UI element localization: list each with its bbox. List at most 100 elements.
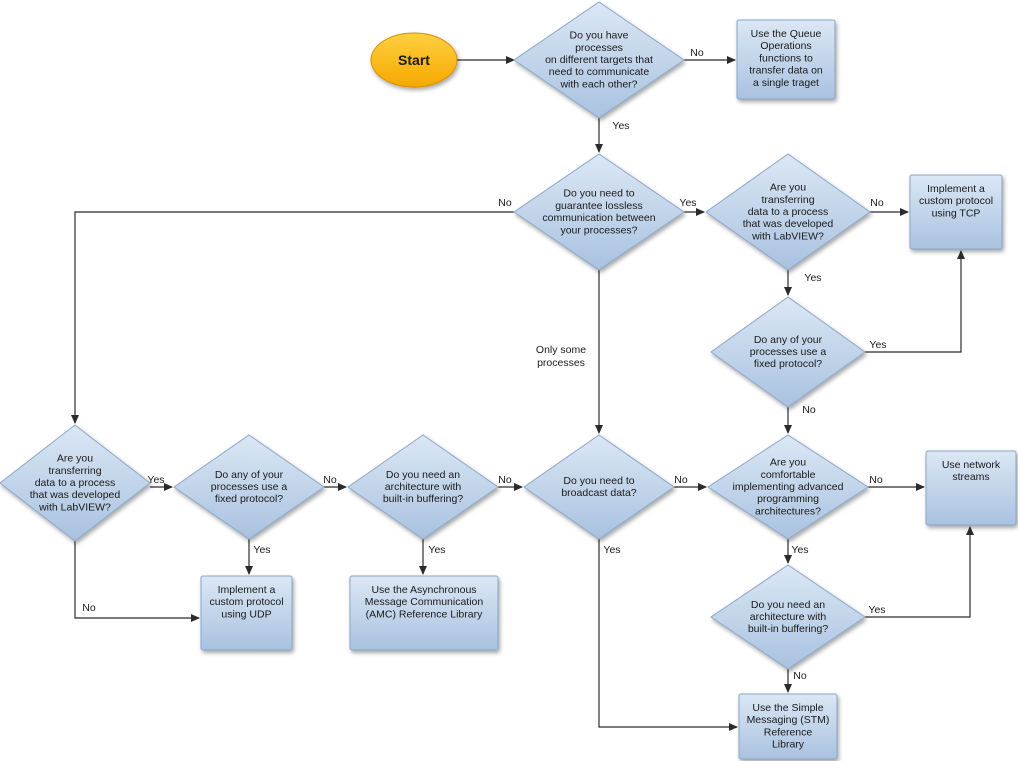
- q-labview-right-label-line-3: data to a process: [748, 206, 829, 218]
- edge-label-text: Yes: [868, 604, 885, 616]
- r-streams-label-line-1: Use network: [942, 459, 1001, 471]
- edge-labview-left-udp-no: [74, 541, 200, 622]
- edge-label-text: Yes: [804, 272, 821, 284]
- edge-label-broadcast-yes: Yes: [603, 544, 620, 556]
- q-fixed-left-label-line-3: fixed protocol?: [215, 493, 283, 505]
- q-lossless-label-line-4: your processes?: [560, 224, 637, 236]
- edge-label-labview-right-yes: Yes: [804, 272, 821, 284]
- edge-label-buffer-right-no: No: [793, 670, 807, 682]
- q-labview-right-label-line-2: transferring: [761, 194, 814, 206]
- q-fixed-right-label-line-3: fixed protocol?: [754, 358, 822, 370]
- edge-label-text: No: [870, 197, 884, 209]
- edge-label-advanced-no: No: [869, 474, 883, 486]
- edge-label-text: No: [802, 404, 816, 416]
- edge-label-lossless-no: No: [498, 197, 512, 209]
- q-lossless-label-line-2: guarantee lossless: [555, 200, 643, 212]
- action-box-shape: [736, 19, 836, 100]
- edge-label-targets-no: No: [690, 47, 704, 59]
- r-streams-label-line-2: streams: [952, 471, 989, 483]
- q-broadcast-label-line-1: Do you need to: [563, 475, 634, 487]
- edge-label-lossless-yes: Yes: [679, 197, 696, 209]
- r-udp-label-line-1: Implement a: [218, 584, 276, 596]
- edge-label-text: Yes: [791, 544, 808, 556]
- action-box-shape: [200, 575, 293, 651]
- q-targets-label-line-4: need to communicate: [549, 66, 650, 78]
- edge-label-fixed-right-no: No: [802, 404, 816, 416]
- edge-fixed-right-tcp-yes: [865, 250, 965, 353]
- r-stm-label-line-1: Use the Simple: [752, 702, 823, 714]
- edge-label-text: Yes: [869, 339, 886, 351]
- q-buffer-left-label-line-3: built-in buffering?: [383, 493, 464, 505]
- decision-diamond-shape: [705, 153, 871, 271]
- q-labview-right-label-line-1: Are you: [770, 182, 806, 194]
- q-labview-left-label-line-3: data to a process: [35, 477, 116, 489]
- edge-label-text: Yes: [603, 544, 620, 556]
- edge-label-targets-yes: Yes: [612, 120, 629, 132]
- q-advanced-label-line-5: architectures?: [755, 505, 821, 517]
- q-fixed-left-label-line-2: processes use a: [211, 481, 288, 493]
- decision-diamond-shape: [513, 1, 685, 119]
- q-labview-left-label-line-1: Are you: [57, 453, 93, 465]
- q-fixed-left-label-line-1: Do any of your: [215, 469, 284, 481]
- action-box-shape: [909, 174, 1003, 250]
- edge-label-text: No: [498, 197, 512, 209]
- r-udp-label-line-2: custom protocol: [209, 596, 283, 608]
- r-queue-label-line-1: Use the Queue: [751, 28, 822, 40]
- edge-label-fixed-left-no: No: [323, 474, 337, 486]
- edge-label-fixed-right-yes: Yes: [869, 339, 886, 351]
- edge-label-broadcast-no: No: [674, 474, 688, 486]
- r-amc-label-line-3: (AMC) Reference Library: [366, 608, 483, 620]
- start-terminal-shape: [370, 32, 458, 88]
- q-targets-label-line-2: processes: [575, 42, 623, 54]
- edge-label-text: No: [498, 474, 512, 486]
- r-queue-label-line-3: functions to: [759, 52, 813, 64]
- edge-label-text: No: [82, 602, 96, 614]
- q-advanced-label-line-2: comfortable: [761, 469, 816, 481]
- node-start: Start: [370, 32, 458, 88]
- r-tcp-label-line-2: custom protocol: [919, 195, 993, 207]
- r-udp-label-line-3: using UDP: [221, 608, 271, 620]
- q-buffer-right-label-line-1: Do you need an: [751, 599, 825, 611]
- q-labview-right-label-line-5: with LabVIEW?: [751, 230, 824, 242]
- q-advanced-label-line-3: implementing advanced: [733, 481, 844, 493]
- edge-label-buffer-left-yes: Yes: [428, 544, 445, 556]
- edge-label-text: Yes: [428, 544, 445, 556]
- edge-label-text: Yes: [147, 474, 164, 486]
- q-fixed-right-label-line-2: processes use a: [750, 346, 827, 358]
- q-lossless-label-line-1: Do you need to: [563, 188, 634, 200]
- edge-buffer-right-streams-yes: [865, 526, 974, 618]
- q-fixed-right-label-line-1: Do any of your: [754, 334, 823, 346]
- decision-diamond-shape: [513, 153, 685, 271]
- r-tcp-label-line-3: using TCP: [932, 207, 981, 219]
- edge-broadcast-stm-yes: [598, 539, 738, 731]
- decision-diamond-shape: [0, 424, 151, 542]
- q-targets-label-line-5: with each other?: [559, 78, 637, 90]
- r-stm-label-line-2: Messaging (STM): [747, 714, 830, 726]
- edge-label-text: Only some: [536, 344, 586, 356]
- decision-diamond-shape: [707, 434, 869, 540]
- r-queue-label-line-5: a single traget: [753, 77, 819, 89]
- q-labview-left-label-line-5: with LabVIEW?: [38, 501, 111, 513]
- decision-diamond-shape: [710, 564, 866, 670]
- edge-label-text: No: [869, 474, 883, 486]
- edge-label-fixed-left-yes: Yes: [253, 544, 270, 556]
- edge-label-text: Yes: [612, 120, 629, 132]
- edge-label-text: No: [793, 670, 807, 682]
- q-buffer-right-label-line-2: architecture with: [750, 611, 827, 623]
- start-label-line-1: Start: [398, 52, 430, 68]
- connectors: [71, 56, 974, 731]
